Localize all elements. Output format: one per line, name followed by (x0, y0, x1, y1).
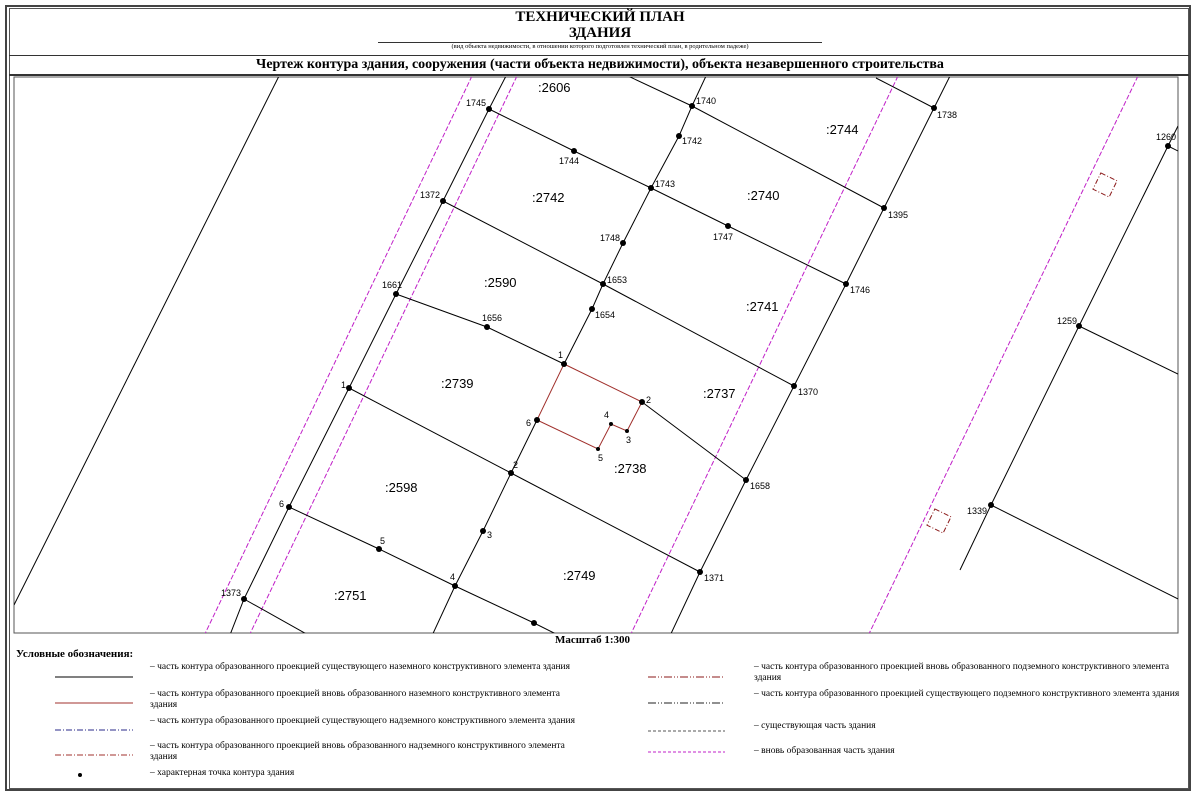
point-label: 1339 (967, 506, 987, 516)
parcel-label: :2598 (385, 480, 418, 495)
legend-item: – часть контура образованного проекцией … (150, 716, 575, 726)
zone-lines (204, 77, 1139, 633)
parcel-label: :2590 (484, 275, 517, 290)
point-label: 1748 (600, 233, 620, 243)
parcel-label: :2739 (441, 376, 474, 391)
title-underline (378, 42, 822, 43)
parcel-labels: :2606 :2744 :2742 :2740 :2590 :2741 :273… (334, 80, 859, 603)
legend-title: Условные обозначения: (16, 648, 134, 660)
point-label: 1370 (798, 387, 818, 397)
point-label: 1740 (696, 96, 716, 106)
point-label: 4 (450, 572, 455, 582)
point-label: 1747 (713, 232, 733, 242)
point-label: 1742 (682, 136, 702, 146)
parcel-label: :2742 (532, 190, 565, 205)
point-label: 1654 (595, 310, 615, 320)
legend-item: – часть контура образованного проекцией … (754, 689, 1180, 699)
point-label: 1260 (1156, 132, 1176, 142)
building-point-label: 4 (604, 410, 609, 420)
point-label: 1743 (655, 179, 675, 189)
legend-item: – существующая часть здания (754, 721, 876, 731)
point-label: 1373 (221, 588, 241, 598)
legend-item: – часть контура образованного проекцией … (150, 741, 565, 762)
inner-border (9, 8, 1189, 789)
page-border (5, 5, 1191, 791)
legend-sample-point (78, 773, 82, 777)
point-label: 1653 (607, 275, 627, 285)
drawing-subtitle: Чертеж контура здания, сооружения (части… (256, 57, 944, 72)
legend-item: – вновь образованная часть здания (754, 746, 895, 756)
point-label: 1745 (466, 98, 486, 108)
point-label: 1372 (420, 190, 440, 200)
building-point-label: 1 (558, 350, 563, 360)
point-label: 1 (341, 380, 346, 390)
parcel-label: :2741 (746, 299, 779, 314)
legend-item: – часть контура образованного проекцией … (754, 662, 1170, 683)
parcel-label: :2606 (538, 80, 571, 95)
parcel-label: :2744 (826, 122, 859, 137)
point-label: 3 (487, 530, 492, 540)
point-label: 1259 (1057, 316, 1077, 326)
point-labels: 1745 1744 1743 1742 1740 1738 1372 1748 … (221, 96, 1176, 598)
building-point-label: 3 (626, 435, 631, 445)
scale-label: Масштаб 1:300 (555, 634, 631, 646)
legend-item: – характерная точка контура здания (150, 768, 295, 778)
point-label: 1744 (559, 156, 579, 166)
parcel-label: :2738 (614, 461, 647, 476)
parcel-label: :2751 (334, 588, 367, 603)
point-label: 1746 (850, 285, 870, 295)
parcel-label: :2749 (563, 568, 596, 583)
subtitle-divider (9, 74, 1189, 76)
map-frame (13, 76, 1179, 634)
point-label: 5 (380, 536, 385, 546)
building-point-label: 6 (526, 418, 531, 428)
header-divider (9, 55, 1189, 56)
point-label: 1656 (482, 313, 502, 323)
parcel-label: :2737 (703, 386, 736, 401)
point-label: 1661 (382, 280, 402, 290)
title-line2: ЗДАНИЯ (568, 25, 632, 41)
building-point-label: 2 (646, 395, 651, 405)
legend-item: – часть контура образованного проекцией … (150, 689, 560, 710)
point-label: 6 (279, 499, 284, 509)
point-label: 2 (513, 460, 518, 470)
title-line1: ТЕХНИЧЕСКИЙ ПЛАН (515, 9, 685, 25)
point-label: 1395 (888, 210, 908, 220)
legend-item: – часть контура образованного проекцией … (150, 662, 570, 672)
title-hint: (вид объекта недвижимости, в отношении к… (451, 43, 749, 50)
point-label: 1658 (750, 481, 770, 491)
boundary-points (241, 103, 1171, 626)
point-label: 1738 (937, 110, 957, 120)
parcel-label: :2740 (747, 188, 780, 203)
building-point-label: 5 (598, 453, 603, 463)
point-label: 1371 (704, 573, 724, 583)
